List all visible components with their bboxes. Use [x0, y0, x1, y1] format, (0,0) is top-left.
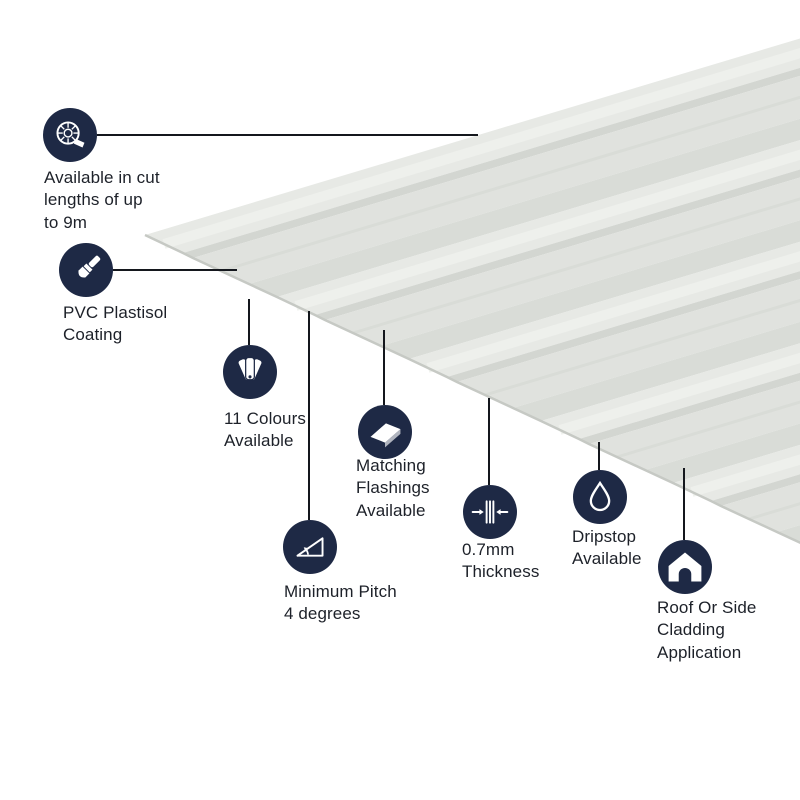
connector-line-cladding — [683, 468, 685, 540]
flashing-sheet-icon — [358, 405, 412, 459]
droplet-icon — [573, 470, 627, 524]
feature-label-cladding: Roof Or Side Cladding Application — [657, 598, 757, 662]
pitch-angle-icon — [283, 520, 337, 574]
connector-line-dripstop — [598, 442, 600, 470]
connector-line-flashings — [383, 330, 385, 405]
connector-line-colours — [248, 299, 250, 345]
connector-line-pitch — [308, 311, 310, 520]
connector-line-thickness — [488, 398, 490, 485]
feature-label-pitch: Minimum Pitch 4 degrees — [284, 582, 397, 624]
thickness-gauge-icon — [463, 485, 517, 539]
feature-label-coating: PVC Plastisol Coating — [63, 303, 168, 345]
feature-label-cut-lengths: Available in cut lengths of up to 9m — [44, 168, 160, 232]
house-icon — [658, 540, 712, 594]
connector-line-cut-lengths — [97, 134, 478, 136]
paintbrush-icon — [59, 243, 113, 297]
tape-measure-icon — [43, 108, 97, 162]
colour-swatch-icon — [223, 345, 277, 399]
feature-label-thickness: 0.7mm Thickness — [462, 540, 540, 582]
feature-label-colours: 11 Colours Available — [224, 409, 306, 451]
feature-label-flashings: Matching Flashings Available — [356, 456, 430, 520]
connector-line-coating — [113, 269, 237, 271]
feature-label-dripstop: Dripstop Available — [572, 527, 642, 569]
